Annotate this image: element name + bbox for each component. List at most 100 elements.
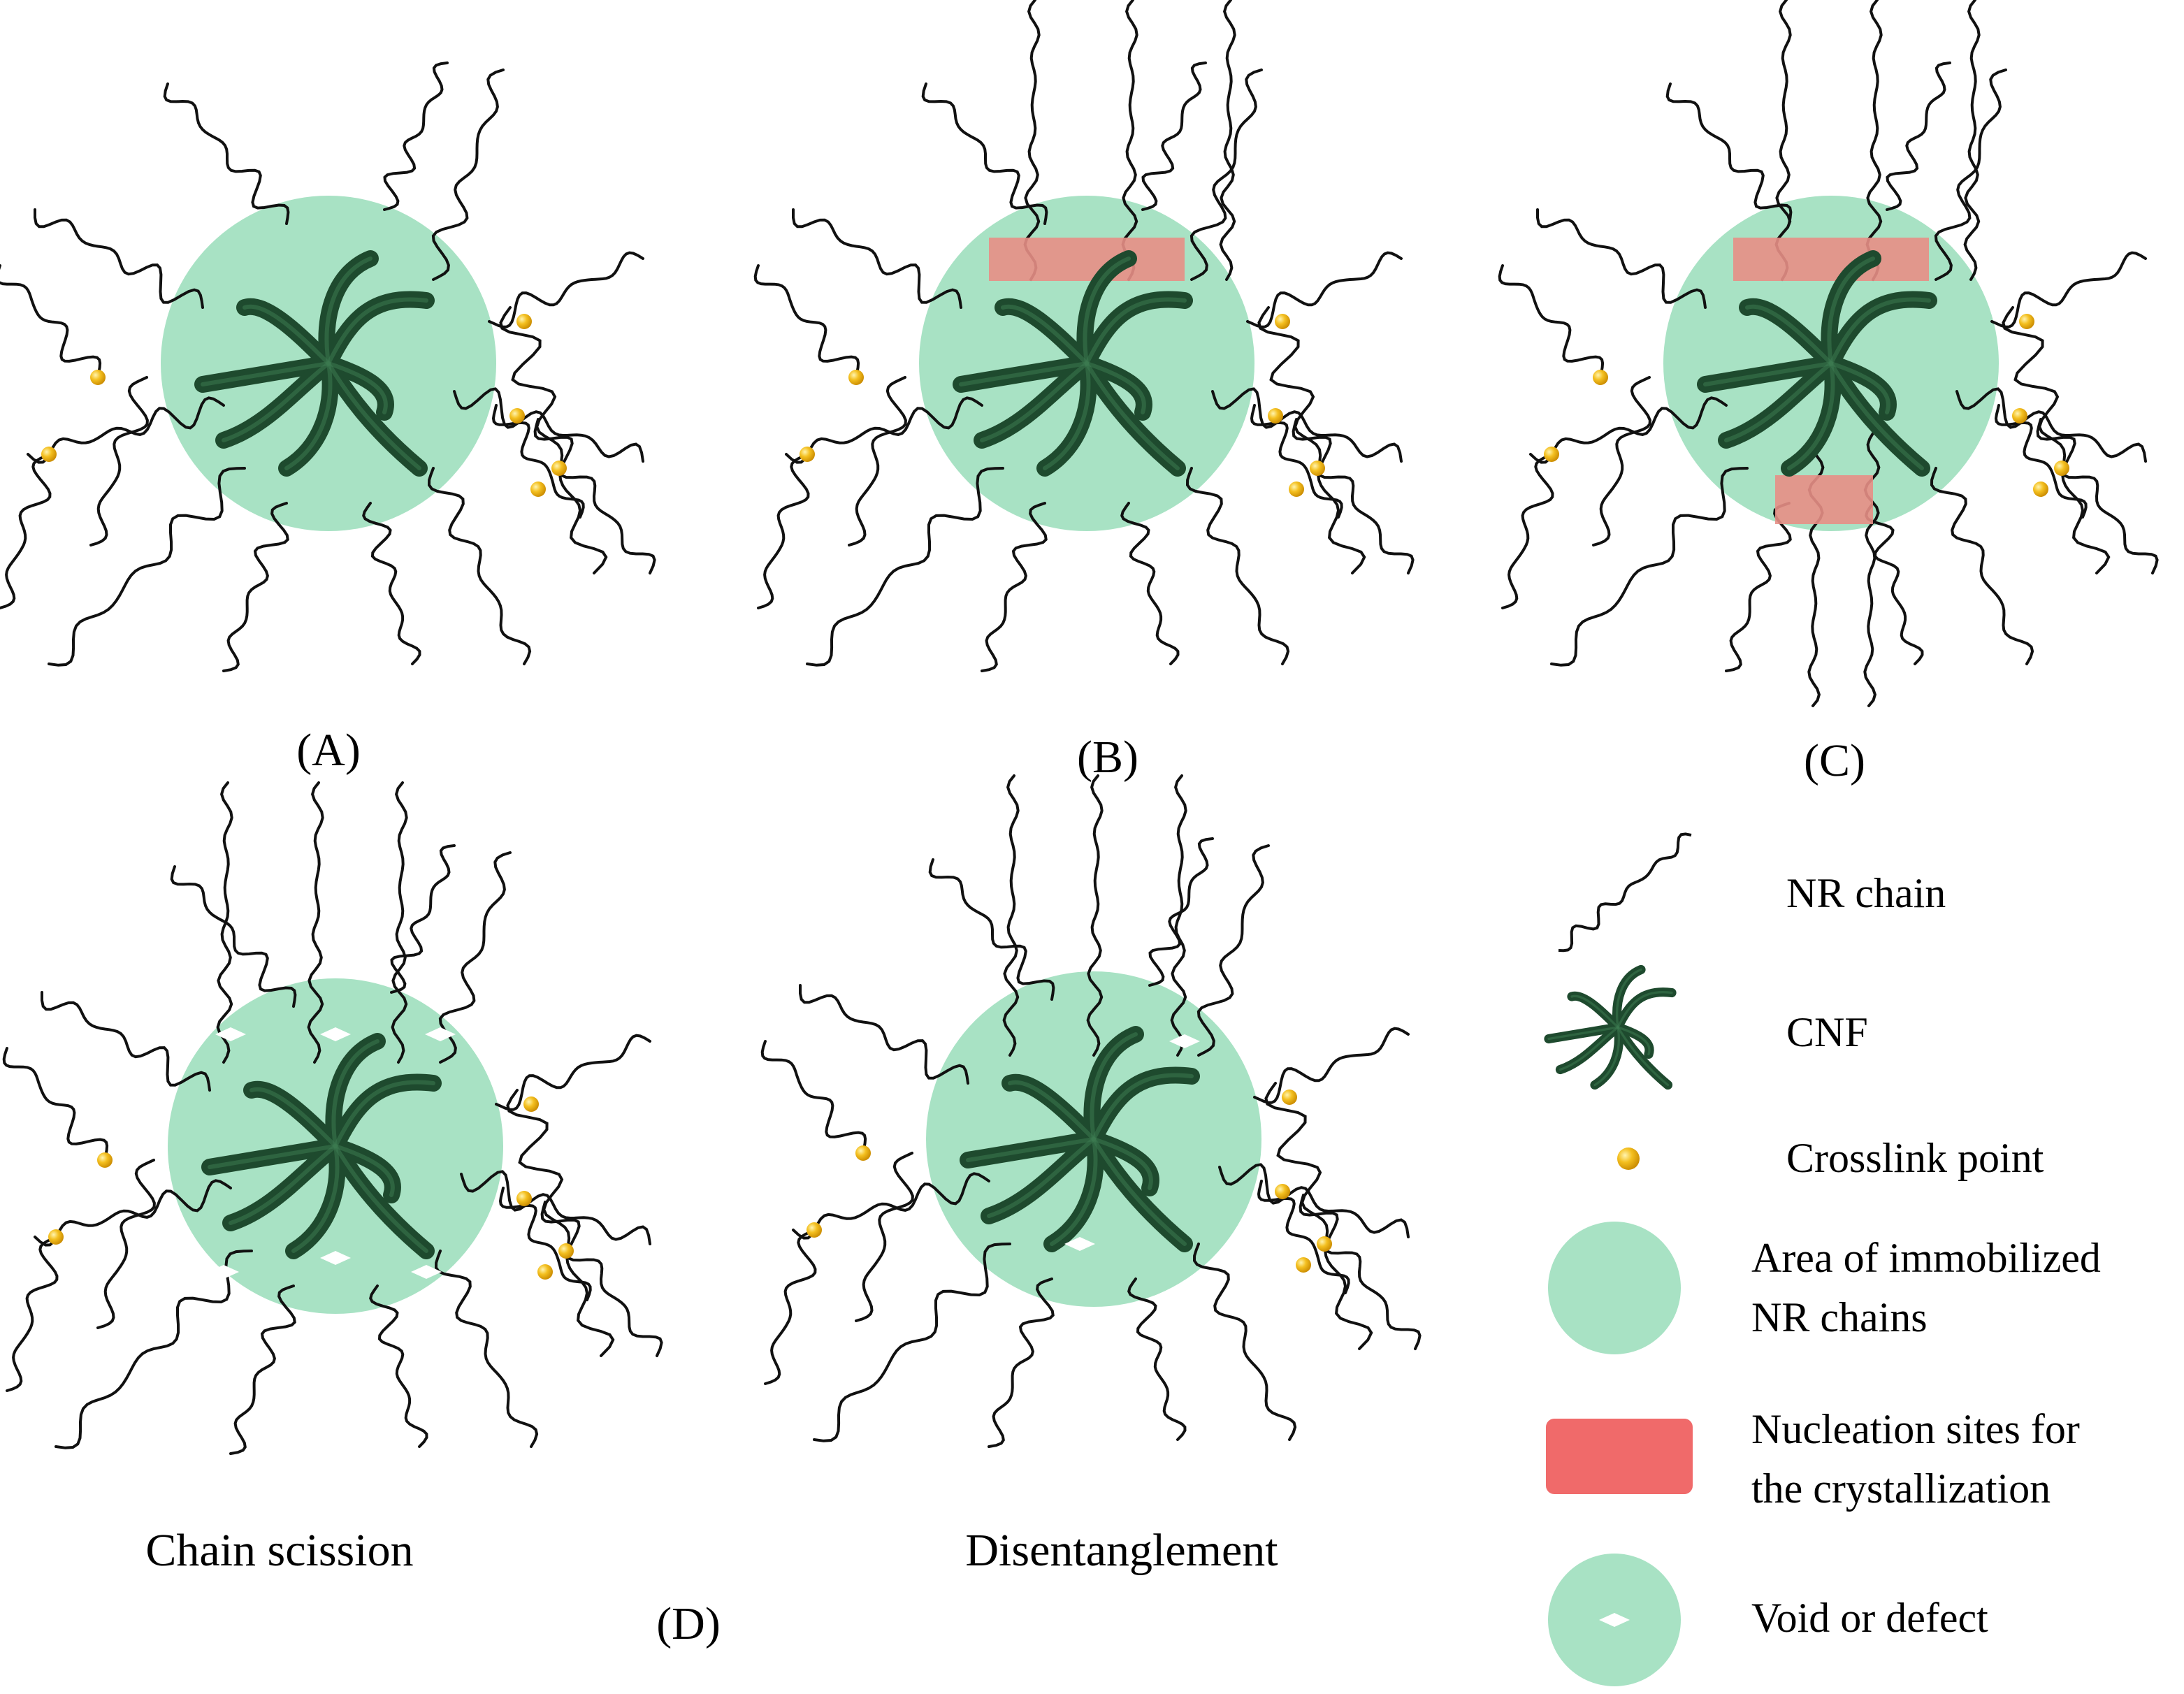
legend-nucleation-label-line2: the crystallization [1751,1465,2051,1512]
crosslink-point [97,1152,113,1168]
nr-chain [1189,68,1263,281]
nr-chain [1930,467,2034,665]
legend-nr-chain-label: NR chain [1786,870,1946,916]
nucleation-site [1775,475,1873,524]
cnf-fiber-highlight [1615,968,1642,1029]
nr-chain [499,306,608,574]
cnf-icon [1697,250,1937,477]
cnf-fiber-highlight [1617,1026,1651,1056]
legend-area-label-line1: Area of immobilized [1751,1235,2101,1281]
crosslink-point [2054,461,2069,476]
crosslink-point [1282,1089,1297,1105]
crosslink-point [516,314,532,329]
nr-chain [1994,404,2088,519]
crosslink-point [1289,482,1304,497]
nr-chain [1170,774,1187,1057]
legend-crosslink-label: Crosslink point [1786,1135,2044,1181]
nr-chain [785,396,983,464]
nr-chain [1253,1027,1410,1104]
cnf-fiber-highlight [333,1144,428,1253]
cnf-fiber-highlight [208,1144,338,1169]
panel-b [753,0,1415,672]
nr-chain [170,865,297,1008]
crosslink-point [2012,408,2027,424]
nr-chain [369,1284,428,1448]
cnf-fiber-highlight [1745,304,1833,365]
cnf-fiber-highlight [1092,1073,1194,1141]
nr-chain [806,467,1004,667]
cnf-icon [960,1026,1200,1252]
cnf-fiber-highlight [1085,361,1146,414]
nr-chain [383,61,449,211]
nr-chain [1264,1082,1373,1350]
nr-chain [96,1159,156,1329]
nr-chain [222,502,289,672]
cnf-fiber-highlight [1043,361,1091,470]
chain-scission-caption: Chain scission [145,1525,413,1576]
cnf-fiber-highlight [222,361,331,442]
nr-chain [1501,453,1554,609]
crosslink-point [1268,408,1283,424]
nr-chain [434,1250,539,1448]
nr-chain [2036,418,2159,574]
panel-b-label: (B) [1077,732,1138,783]
legend-cnf-label: CNF [1786,1009,1868,1055]
nr-chain [1120,502,1180,665]
cnf-fiber-highlight [1085,297,1187,365]
nr-chain [1086,774,1104,1057]
crosslink-point [800,447,815,462]
nr-chain [216,781,233,1064]
cnf-fiber-highlight [1570,994,1619,1029]
nr-chain [6,1236,59,1392]
nr-chain [2,1047,109,1161]
nr-chain [0,264,102,379]
nr-chain [34,208,204,309]
nr-chain [1774,0,1792,281]
nr-chain [1196,844,1270,1057]
crosslink-point [90,370,106,385]
nr-chain [495,1034,651,1111]
crosslink-point [855,1145,871,1161]
nr-chain [1257,306,1366,574]
nr-chain [1865,0,1883,281]
cnf-fiber-highlight [1829,361,1890,414]
crosslink-point [48,1229,64,1245]
cnf-fiber-highlight [959,361,1089,386]
cnf-fiber-highlight [1703,361,1833,386]
cnf-fiber-highlight [1547,1026,1619,1041]
cnf-icon [953,250,1193,477]
nr-chain [1121,0,1138,281]
panel-c-label: (C) [1804,735,1865,786]
nr-chain [1865,502,1924,665]
nr-chain [498,1187,592,1301]
nr-chain [2002,306,2111,574]
nr-chain [488,251,644,328]
nr-chain [1002,774,1020,1057]
legend-nucleation-label-line1: Nucleation sites for [1751,1406,2080,1452]
cnf-fiber-highlight [326,297,428,365]
panel-d-label: (D) [656,1598,721,1649]
cnf-fiber-highlight [326,361,388,414]
panel-d-chain-scission [2,781,663,1455]
void-defect [208,1265,239,1279]
crosslink-point [537,1264,553,1280]
nr-chain [1299,1194,1422,1350]
cnf-fiber-highlight [1617,1026,1670,1087]
nr-chain [988,1277,1055,1448]
cnf-fiber-highlight [1829,297,1931,365]
legend-area-swatch [1548,1222,1681,1354]
nr-chain [1498,264,1605,379]
crosslink-point [509,408,525,424]
crosslink-point [1593,370,1608,385]
crosslink-point [1296,1257,1311,1273]
nr-chain [307,781,324,1064]
nr-chain [1127,1277,1187,1441]
cnf-fiber-highlight [1092,1137,1187,1246]
nr-chain [48,467,246,667]
crosslink-point [523,1096,539,1112]
cnf-fiber-highlight [1593,1026,1621,1087]
cnf-fiber-highlight [1827,256,1875,365]
crosslink-point [1275,314,1290,329]
cnf-fiber-highlight [1787,361,1835,470]
